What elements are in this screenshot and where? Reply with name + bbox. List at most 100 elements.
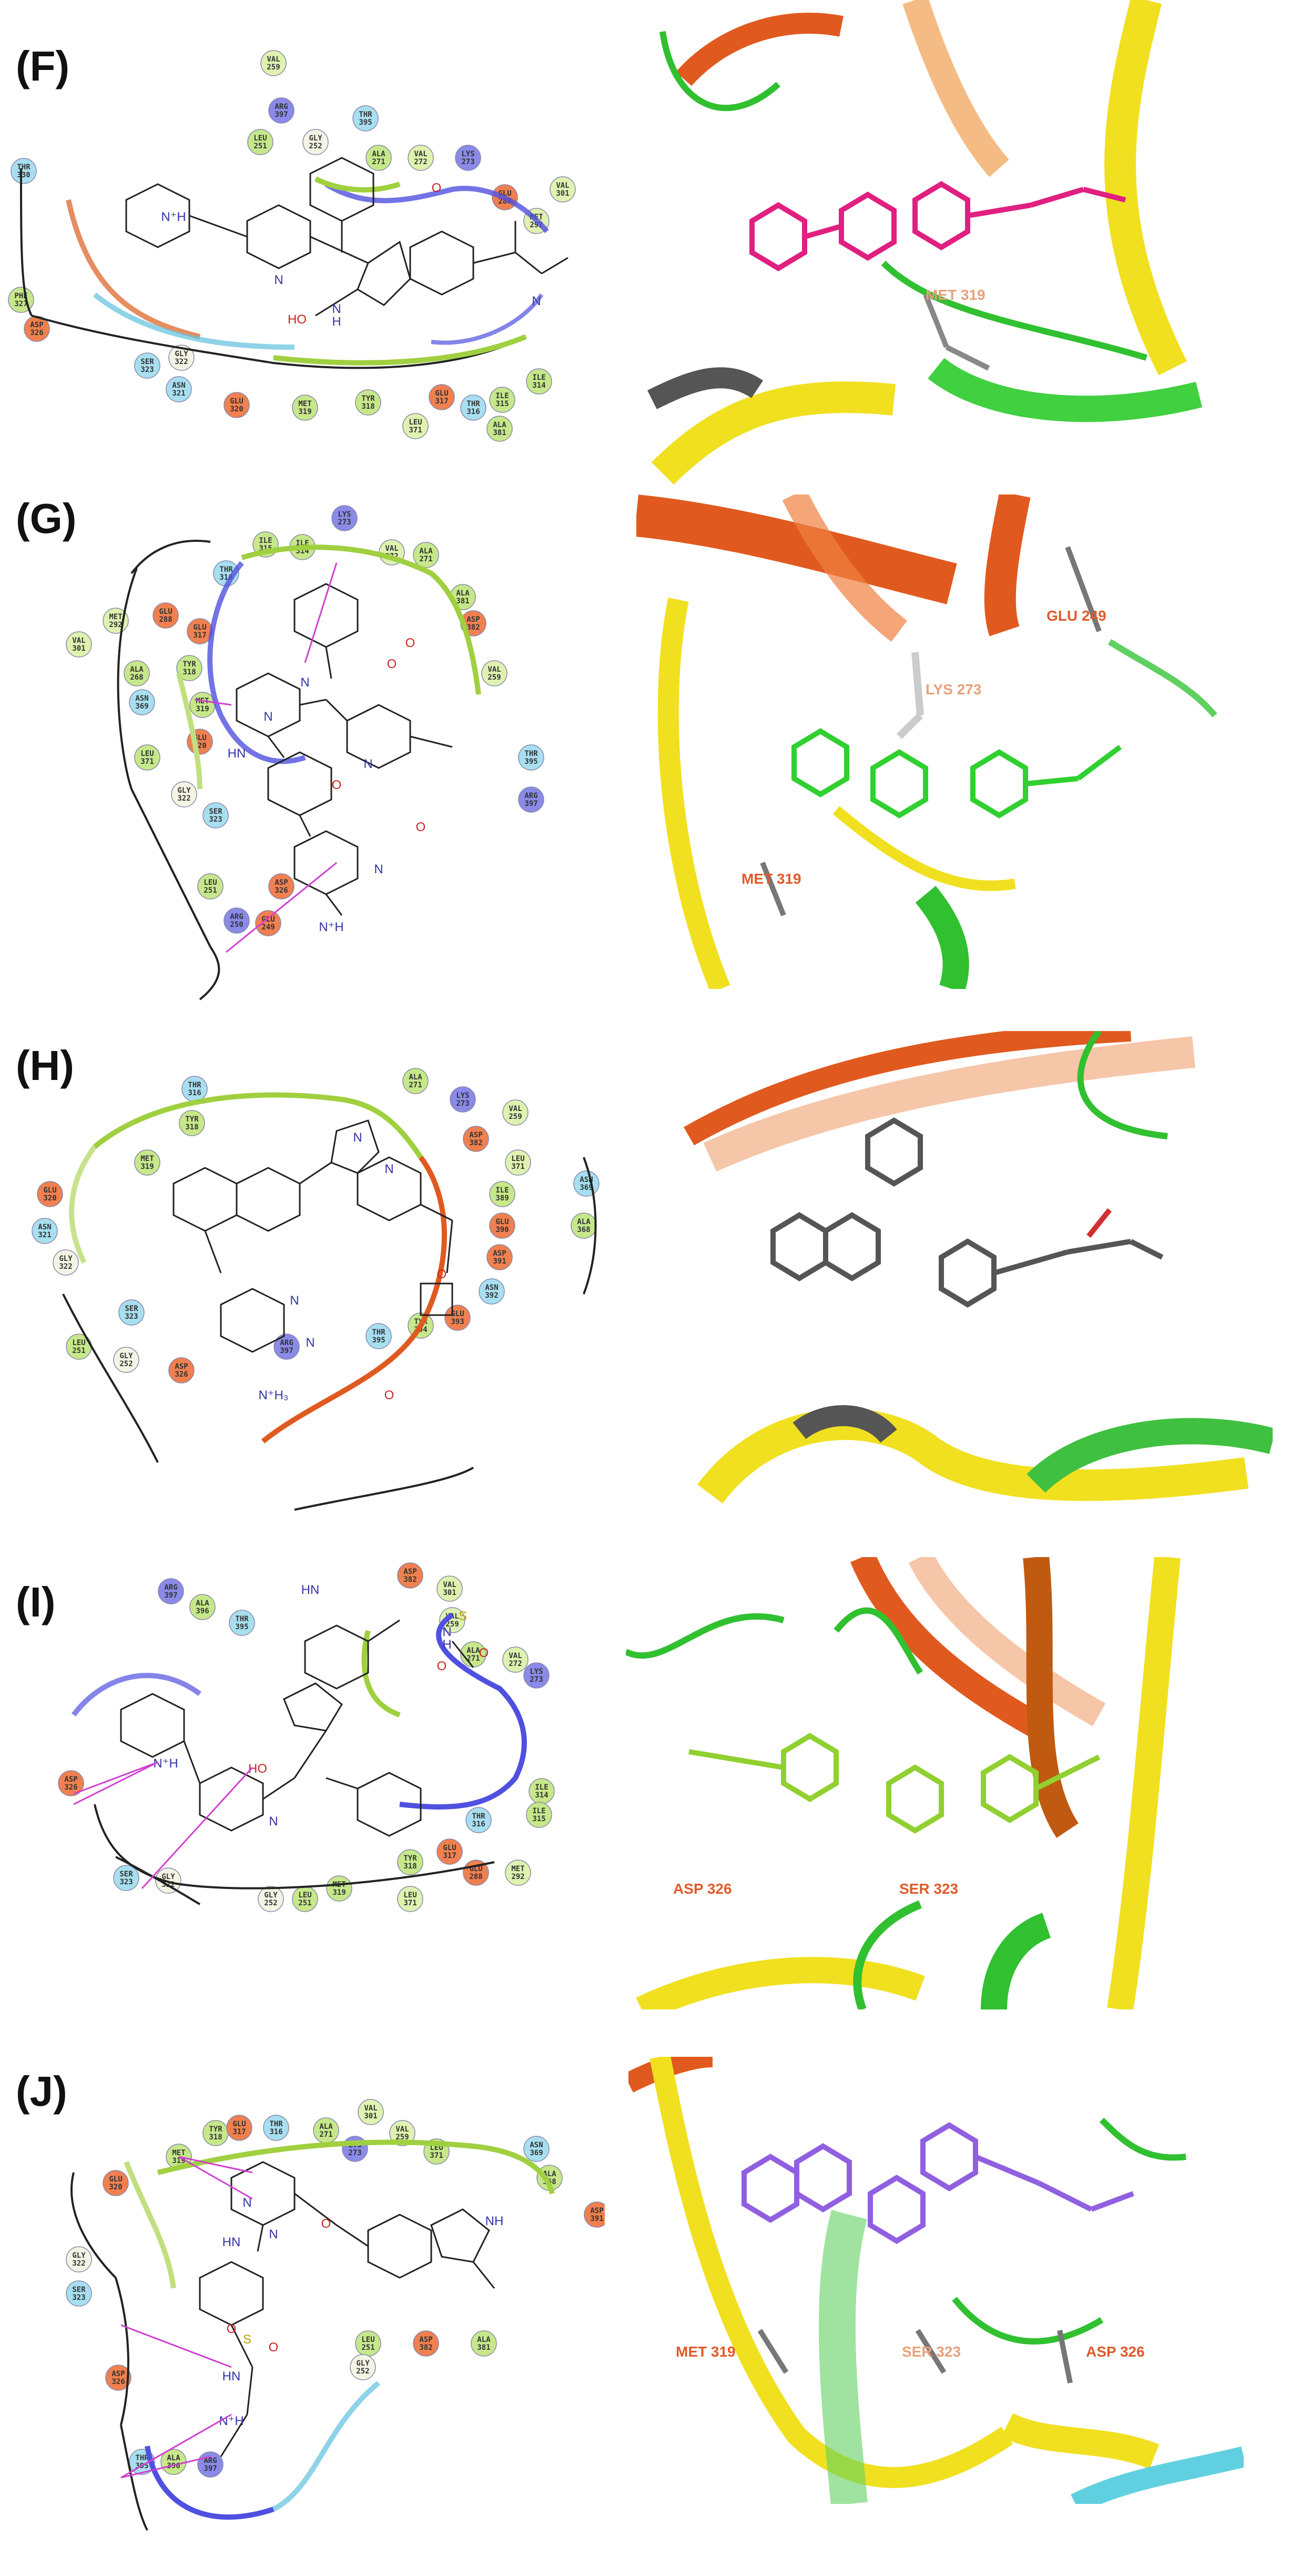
residue-label: LEU: [204, 878, 217, 887]
residue-label: SER: [119, 1870, 133, 1878]
residue-label: ILE: [532, 373, 545, 382]
atom-label: N⁺H: [153, 1756, 178, 1771]
residue-label: 301: [364, 2112, 377, 2120]
atom-label: O: [479, 1646, 489, 1660]
residue-label: THR: [359, 110, 372, 119]
residue-label: 322: [177, 794, 190, 803]
atom-label: O: [321, 2217, 331, 2231]
residue-label: ASN: [485, 1284, 498, 1292]
atom-label: N: [442, 1625, 451, 1639]
residue-label: SER: [140, 358, 154, 366]
residue-label: 271: [319, 2130, 332, 2139]
residue-label: 318: [361, 402, 374, 411]
residue-label: ALA: [466, 1646, 480, 1655]
residue-label: ASP: [469, 1131, 482, 1139]
residue-label: THR: [466, 400, 480, 408]
residue-label: 382: [403, 1575, 417, 1584]
residue-label: 326: [30, 329, 43, 337]
residue-label: VAL: [414, 150, 427, 158]
ligand-structure: [199, 2161, 495, 2457]
residue-label: 330: [17, 171, 30, 179]
residue-label: 326: [64, 1783, 77, 1792]
residue-label: 369: [135, 702, 148, 711]
residue-label: 317: [443, 1852, 456, 1860]
atom-label: O: [405, 636, 415, 650]
residue-label: GLU: [193, 623, 206, 632]
residue-label: ILE: [495, 1186, 509, 1195]
residue-label: LYS: [530, 1668, 543, 1676]
residue-label: 317: [435, 397, 448, 406]
residue-label: 273: [530, 1675, 543, 1684]
residue-label: ASP: [419, 2336, 432, 2344]
atom-label: HN: [228, 746, 246, 761]
residue-label: GLU: [451, 1310, 464, 1318]
residue-label: 395: [372, 1336, 385, 1345]
residue-label: 369: [580, 1184, 593, 1192]
residue-label: 392: [485, 1291, 498, 1300]
residue-label: GLY: [177, 786, 191, 795]
residue-label: 292: [109, 621, 122, 629]
residue-label: ASN: [38, 1223, 51, 1231]
residue-label: 259: [487, 673, 501, 682]
residue-label: 371: [403, 1899, 417, 1907]
atom-label: O: [437, 1659, 447, 1673]
residue-label: 288: [469, 1873, 482, 1881]
residue-label: 315: [495, 400, 509, 408]
residue-label: ALA: [419, 547, 433, 555]
residue-label: GLY: [175, 350, 188, 358]
residue-label: 259: [509, 1113, 522, 1121]
residue-label: MET: [511, 1865, 524, 1873]
atom-label: N: [332, 302, 341, 316]
residue-label: 273: [456, 1099, 469, 1108]
residue-label: 371: [140, 757, 154, 766]
residue-label: TYR: [361, 395, 375, 403]
residue-label: TYR: [403, 1854, 417, 1863]
residue-label: 252: [119, 1360, 133, 1368]
residue-label: 315: [532, 1815, 545, 1823]
residue-label: 321: [38, 1231, 51, 1239]
residue-label: VAL: [267, 55, 280, 64]
residue-label: 273: [461, 158, 474, 166]
residue-label: 271: [409, 1081, 422, 1089]
residue-label: ARG: [204, 2457, 217, 2465]
ligand-interaction-diagram: THR316ALA271LYS273VAL259TYR318ASP382MET3…: [32, 1068, 600, 1511]
render-labels: ASP 326 SER 323: [673, 1881, 958, 1897]
residue-label: 317: [193, 631, 206, 640]
residue-label: GLU: [443, 1844, 456, 1852]
residue-label: GLY: [264, 1891, 278, 1900]
residue-label: ASP: [64, 1775, 77, 1784]
residue-label: SER: [72, 2286, 86, 2294]
render-label: MET 319: [742, 871, 801, 887]
atom-label: H: [442, 1638, 451, 1652]
